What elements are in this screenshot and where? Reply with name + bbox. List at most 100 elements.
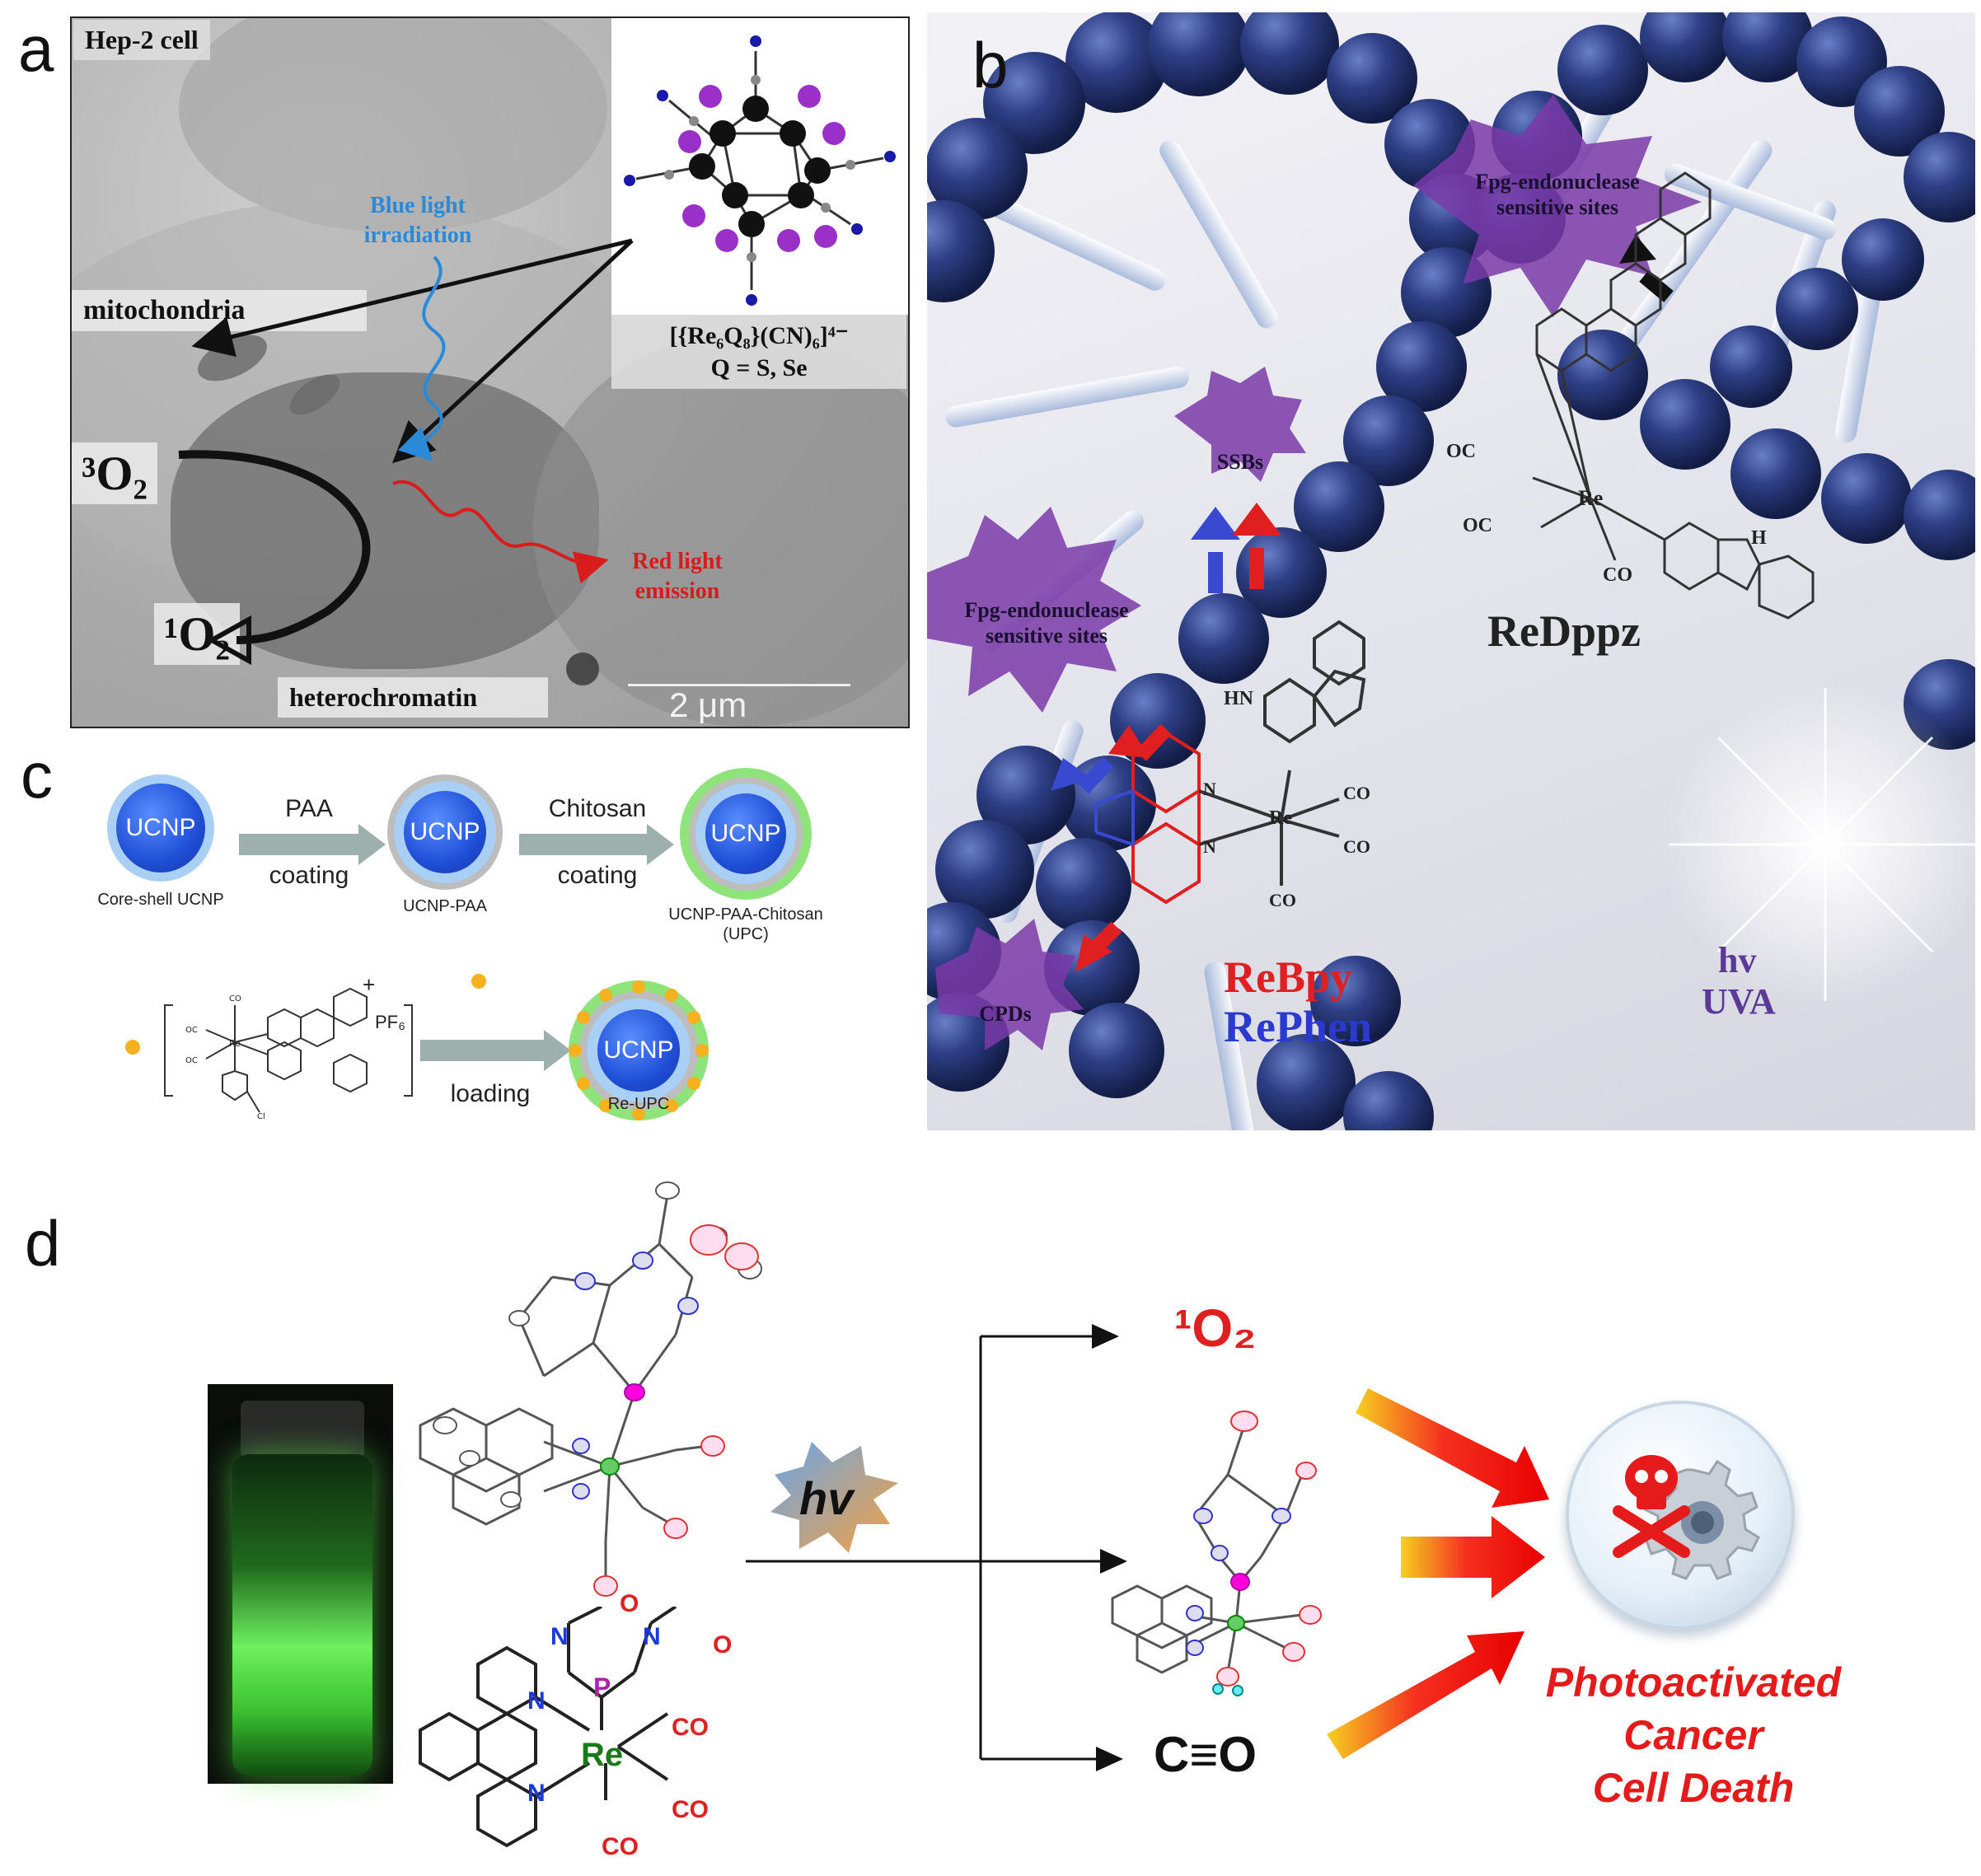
struct-n1: N [527,1687,546,1715]
panel-a-label: a [18,12,54,85]
svg-text:OC: OC [185,1026,198,1035]
rebpy-n2: N [1203,836,1216,857]
complex-formula-text: [{Re₆Q₈}(CN)₆]⁴⁻ [669,322,849,349]
red-light-label: Red light emission [632,549,723,605]
svg-text:CO: CO [229,994,241,1003]
pointer-arrow-mitochondria [191,238,633,358]
struct-o-1: O [620,1590,639,1617]
chitosan-step: Chitosan coating [519,793,676,892]
redppz-label: ReDppz [1487,606,1641,656]
struct-p: P [593,1672,611,1702]
red-arrow-bottom [1327,1631,1524,1759]
cell-label: Hep-2 cell [73,20,210,60]
rephen-label: RePhen [1224,1002,1372,1051]
damage-site-ssbs [1174,367,1306,482]
redppz-re: Re [1578,486,1604,510]
uva-label: UVA [1702,981,1776,1022]
paa-step: PAA coating [239,793,379,892]
pointer-arrow-cytoplasm [392,239,634,464]
damage-site-fpg-left [927,507,1141,713]
loading-arrow [420,1030,571,1071]
loading-dot-legend [125,1040,140,1055]
ucnp-core-shell: UCNP [107,774,214,882]
rebpy-label: ReBpy [1224,952,1353,1002]
struct-n4: N [643,1623,661,1650]
crystal-structure-photoproduct [1111,1411,1322,1696]
mitochondria-label: mitochondria [72,290,367,331]
hv-label: hv [799,1472,854,1524]
paa-coating-label: coating [269,861,349,889]
re-upc-caption: Re-UPC [607,1095,670,1113]
panel-c: c UCNP Core-shell UCNP PAA coating UCNP … [0,733,915,1137]
em-micrograph: Hep-2 cell mitochondria [{Re₆Q₈}(CN)₆]⁴⁻… [70,16,910,728]
upc-caption: UCNP-PAA-Chitosan (UPC) [668,905,823,943]
chitosan-label: Chitosan [548,795,647,822]
ucnp-paa-chitosan: UCNP [680,768,812,900]
crystal-structure-inset [611,18,908,315]
redppz-oc-2: OC [1463,515,1492,536]
ucnp-paa: UCNP [387,774,503,890]
rebpy-co-1: CO [1343,783,1370,803]
rebpy-hn: HN [1224,688,1253,709]
struct-co-1: CO [672,1714,709,1741]
heterochromatin-label: heterochromatin [278,677,548,718]
panel-b: Fpg-endonuclease sensitive sites SSBs Fp… [927,12,1975,1130]
chitosan-coating-label: coating [557,861,638,889]
redppz-co: CO [1603,564,1632,586]
fpg-left-label: Fpg-endonuclease sensitive sites [964,598,1129,648]
red-arrow-middle [1401,1516,1545,1598]
scale-bar [628,684,850,686]
complex-counterion: PF₆ [375,1012,405,1032]
hv-label: hv [1718,940,1757,980]
ucnp-core-1: UCNP [116,784,205,873]
struct-n3: N [550,1623,569,1650]
q-definition: Q = S, Se [710,354,808,381]
redppz-oc-1: OC [1446,441,1476,462]
svg-text:Cl: Cl [257,1112,265,1120]
struct-re: Re [581,1737,624,1773]
loading-label: loading [450,1080,531,1107]
crystal-structure-1 [419,1181,762,1597]
triplet-oxygen-label: ³O₂ [72,442,157,504]
hv-burst [770,1442,898,1553]
core-shell-caption: Core-shell UCNP [97,891,224,909]
struct-n2: N [527,1780,546,1807]
rebpy-co-2: CO [1343,836,1370,857]
skull-crossbones-icon [1613,1455,1690,1558]
paa-label: PAA [285,795,333,822]
svg-text:OC: OC [185,1056,198,1065]
panel-c-label: c [21,739,53,812]
ucnp-core-4: UCNP [597,1009,680,1092]
oxygen-conversion-arrow [178,450,371,644]
red-arrow-top [1356,1388,1549,1508]
redppz-h: H [1751,527,1767,549]
struct-co-2: CO [672,1796,709,1823]
panel-b-label: b [972,29,1009,101]
oxygen-arrowhead [206,615,251,666]
panel-d-label: d [25,1207,61,1280]
complex-formula: [{Re₆Q₈}(CN)₆]⁴⁻ Q = S, Se [611,315,906,389]
re-upc-loading-dots [569,980,709,1120]
re-upc-particle: UCNP [569,980,709,1120]
struct-o-2: O [713,1631,733,1658]
ssbs-label: SSBs [1216,450,1264,474]
blue-light-wave [398,255,446,462]
red-light-wave [392,480,609,584]
rebpy-co-3: CO [1269,890,1296,910]
cell-death-line-2: Cancer [1623,1712,1763,1758]
ucnp-core-3: UCNP [705,793,786,874]
co-product: C≡O [1154,1727,1257,1782]
singlet-oxygen-product: ¹O₂ [1174,1298,1257,1358]
panel-d: d [0,1145,1981,1870]
struct-co-3: CO [602,1833,639,1860]
redppz-structure [1532,171,1815,620]
cpds-label: CPDs [979,1002,1032,1026]
ucnp-paa-caption: UCNP-PAA [403,897,487,915]
svg-text:Re: Re [229,1038,241,1049]
ucnp-core-2: UCNP [404,791,486,873]
scale-label: 2 μm [669,685,747,724]
loading-dot-top [471,974,486,989]
panel-a: a [0,0,915,733]
cell-death-line-1: Photoactivated [1545,1659,1842,1705]
cell-death-icon [1566,1401,1795,1630]
